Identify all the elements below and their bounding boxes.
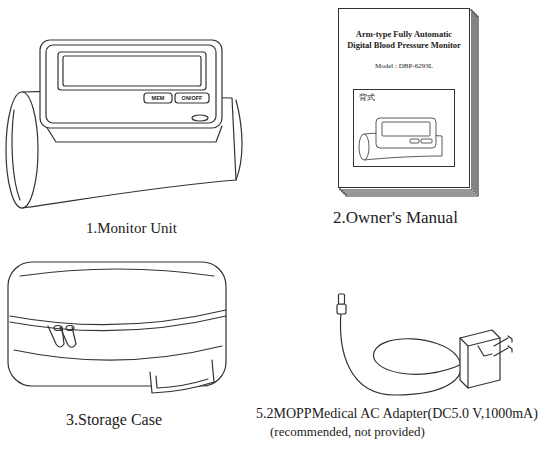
monitor-illustration	[6, 40, 242, 208]
item-caption: 3.Storage Case	[66, 411, 162, 429]
manual-cover: Arm-type Fully Automatic Digital Blood P…	[338, 8, 470, 188]
item-caption: 1.Monitor Unit	[86, 220, 177, 237]
button-label: ON/OFF	[182, 95, 203, 101]
cover-picture-box: 背式	[353, 89, 455, 167]
button-label: MEM	[152, 95, 165, 101]
adapter-illustration	[337, 294, 512, 395]
item-caption: 5.2MOPPMedical AC Adapter(DC5.0 V,1000mA…	[256, 406, 538, 421]
item-caption: 2.Owner's Manual	[333, 209, 458, 228]
storage-case-illustration	[8, 262, 226, 393]
manual-title: Arm-type Fully Automatic Digital Blood P…	[343, 29, 465, 52]
item-note: (recommended, not provided)	[270, 425, 425, 439]
model-number: Model : DBP-6293L	[343, 62, 465, 71]
picture-caption: 背式	[359, 93, 454, 104]
